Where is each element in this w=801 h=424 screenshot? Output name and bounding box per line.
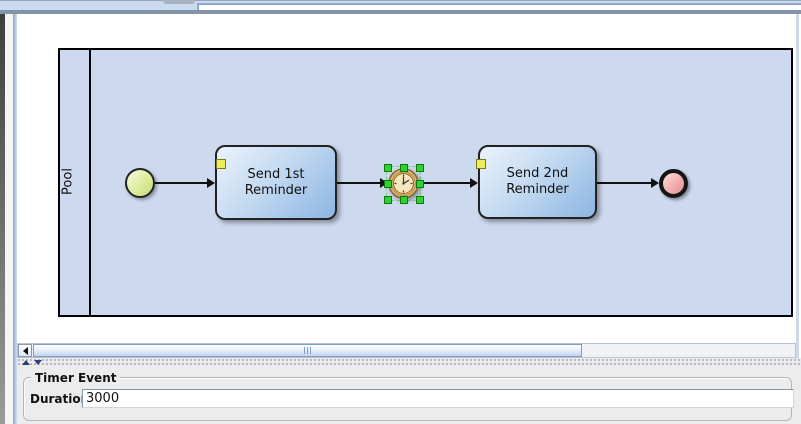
- flow-line: [155, 182, 207, 184]
- task-label: Send 2nd Reminder: [506, 166, 569, 197]
- selection-handle[interactable]: [416, 164, 424, 172]
- arrowhead-icon: [470, 178, 478, 188]
- selection-handle[interactable]: [384, 164, 392, 172]
- thumb-grip-icon: [310, 347, 311, 354]
- thumb-grip-icon: [304, 347, 305, 354]
- selection-handle[interactable]: [400, 196, 408, 204]
- task-send-2nd-reminder[interactable]: Send 2nd Reminder: [478, 145, 597, 219]
- timer-event-group-title: Timer Event: [31, 371, 121, 385]
- split-pane-divider[interactable]: [17, 358, 801, 366]
- collapse-down-button[interactable]: [34, 360, 42, 365]
- selection-handle[interactable]: [400, 164, 408, 172]
- arrowhead-icon: [651, 178, 659, 188]
- selection-handle[interactable]: [416, 196, 424, 204]
- collapse-up-button[interactable]: [22, 360, 30, 365]
- end-event[interactable]: [659, 169, 688, 198]
- duration-input[interactable]: [82, 389, 794, 408]
- selection-handle[interactable]: [416, 180, 424, 188]
- left-gutter: [5, 14, 13, 424]
- task-send-1st-reminder[interactable]: Send 1st Reminder: [215, 145, 337, 220]
- flow-line: [337, 182, 380, 184]
- pool-label: Pool: [60, 167, 76, 195]
- duration-label: Duration: [30, 392, 90, 406]
- flow-line: [422, 182, 470, 184]
- selection-handle[interactable]: [384, 196, 392, 204]
- start-event[interactable]: [125, 168, 155, 198]
- task-label: Send 1st Reminder: [244, 166, 308, 198]
- editor-frame-left-border: [13, 14, 17, 424]
- editor-frame-top-edge: [197, 3, 801, 10]
- content-divider-band: [0, 10, 801, 14]
- toolbar-button-fragment[interactable]: [163, 0, 195, 4]
- window-left-edge: [0, 14, 5, 424]
- pool-label-band[interactable]: Pool: [60, 50, 91, 315]
- task-marker-icon: [216, 159, 226, 169]
- selection-handle[interactable]: [384, 180, 392, 188]
- thumb-grip-icon: [307, 347, 308, 354]
- horizontal-scrollbar-thumb[interactable]: [33, 344, 582, 357]
- arrowhead-icon: [207, 178, 215, 188]
- scroll-left-button[interactable]: [18, 344, 32, 357]
- editor-frame-right-border: [796, 14, 799, 424]
- task-marker-icon: [476, 159, 486, 169]
- flow-line: [597, 182, 651, 184]
- top-border-line: [0, 0, 801, 1]
- left-arrow-icon: [22, 346, 28, 355]
